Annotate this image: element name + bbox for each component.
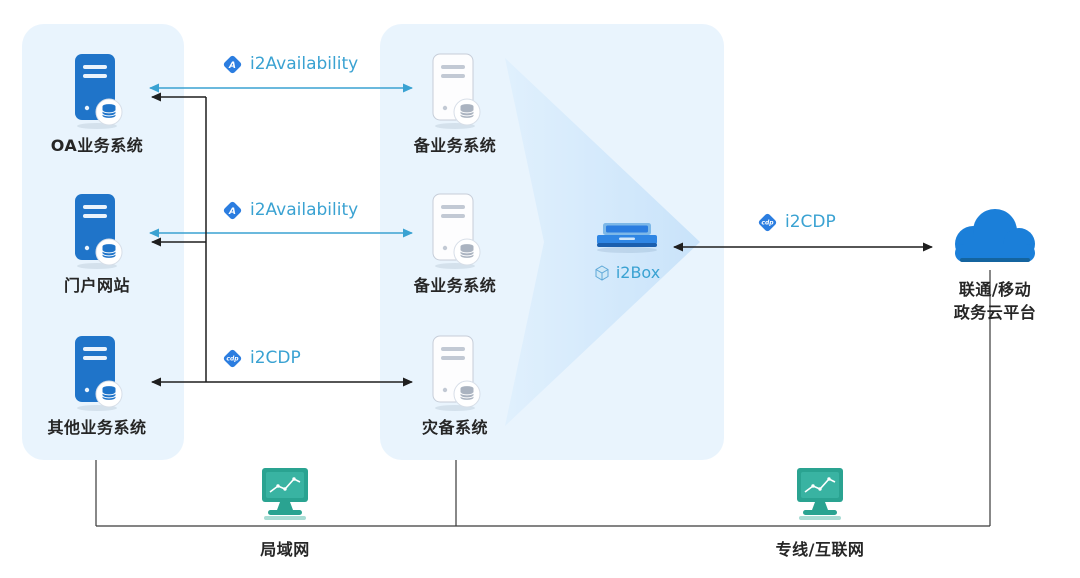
link-i2availability-2: A i2Availability — [222, 198, 358, 222]
link-label-text: i2CDP — [785, 212, 836, 232]
server-node-backup-2: 备业务系统 — [385, 192, 525, 296]
server-blue-icon — [68, 192, 126, 270]
network-label: 专线/互联网 — [775, 540, 865, 559]
cloud-label-line1: 联通/移动 — [958, 280, 1032, 299]
i2availability-badge-icon: A — [222, 54, 243, 75]
network-label: 局域网 — [260, 540, 310, 559]
server-node-dr: 灾备系统 — [385, 334, 525, 438]
link-label-text: i2Availability — [250, 200, 359, 220]
server-node-oa: OA业务系统 — [27, 52, 167, 156]
i2box-label: i2Box — [567, 263, 687, 282]
link-label-text: i2CDP — [250, 348, 301, 368]
svg-text:A: A — [228, 206, 236, 216]
server-label: OA业务系统 — [50, 136, 144, 155]
i2box-cube-icon — [594, 264, 610, 281]
server-label: 灾备系统 — [421, 418, 488, 437]
monitor-icon — [789, 466, 851, 524]
server-blue-icon — [68, 52, 126, 130]
network-node-lan: 局域网 — [225, 466, 345, 560]
i2box-device-icon — [589, 220, 665, 254]
svg-text:cdp: cdp — [226, 355, 239, 362]
i2availability-badge-icon: A — [222, 200, 243, 221]
i2box-label-text: i2Box — [615, 263, 661, 282]
server-white-icon — [426, 334, 484, 412]
svg-text:cdp: cdp — [761, 219, 774, 226]
cloud-node: 联通/移动 政务云平台 — [933, 204, 1057, 324]
server-label: 其他业务系统 — [47, 418, 147, 437]
server-white-icon — [426, 52, 484, 130]
server-label: 备业务系统 — [413, 276, 497, 295]
link-i2cdp-local: cdp i2CDP — [222, 346, 301, 370]
server-label: 备业务系统 — [413, 136, 497, 155]
link-label-text: i2Availability — [250, 54, 359, 74]
server-node-backup-1: 备业务系统 — [385, 52, 525, 156]
server-node-other: 其他业务系统 — [27, 334, 167, 438]
link-i2cdp-wan: cdp i2CDP — [757, 210, 836, 234]
server-white-icon — [426, 192, 484, 270]
server-blue-icon — [68, 334, 126, 412]
link-i2availability-1: A i2Availability — [222, 52, 358, 76]
monitor-icon — [254, 466, 316, 524]
server-node-portal: 门户网站 — [27, 192, 167, 296]
cloud-label-line2: 政务云平台 — [953, 303, 1037, 322]
i2cdp-badge-icon: cdp — [222, 348, 243, 369]
network-node-wan: 专线/互联网 — [760, 466, 880, 560]
cloud-icon — [942, 204, 1048, 268]
i2cdp-badge-icon: cdp — [757, 212, 778, 233]
server-label: 门户网站 — [63, 276, 130, 295]
svg-text:A: A — [228, 60, 236, 70]
